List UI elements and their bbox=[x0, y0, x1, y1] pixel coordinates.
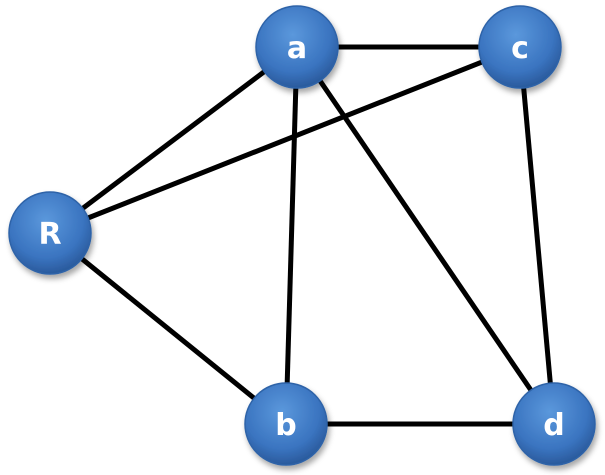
node-R: R bbox=[8, 191, 92, 275]
node-label: c bbox=[511, 31, 529, 66]
node-b: b bbox=[244, 382, 328, 466]
edge-R-b bbox=[48, 231, 288, 426]
edge-c-R bbox=[49, 44, 521, 236]
edge-a-b bbox=[283, 46, 300, 425]
edge-a-d bbox=[294, 45, 557, 426]
node-label: d bbox=[543, 408, 564, 443]
node-label: R bbox=[38, 217, 61, 252]
node-d: d bbox=[512, 382, 596, 466]
edge-a-R bbox=[48, 45, 299, 235]
edges bbox=[48, 44, 557, 427]
node-circle bbox=[8, 191, 92, 275]
node-circle bbox=[255, 5, 339, 89]
node-circle bbox=[478, 5, 562, 89]
edge-c-d bbox=[517, 46, 557, 425]
node-circle bbox=[512, 382, 596, 466]
node-label: b bbox=[275, 408, 296, 443]
nodes: a cRb d bbox=[8, 5, 596, 466]
node-a: a bbox=[255, 5, 339, 89]
node-label: a bbox=[287, 31, 307, 66]
node-c: c bbox=[478, 5, 562, 89]
node-circle bbox=[244, 382, 328, 466]
